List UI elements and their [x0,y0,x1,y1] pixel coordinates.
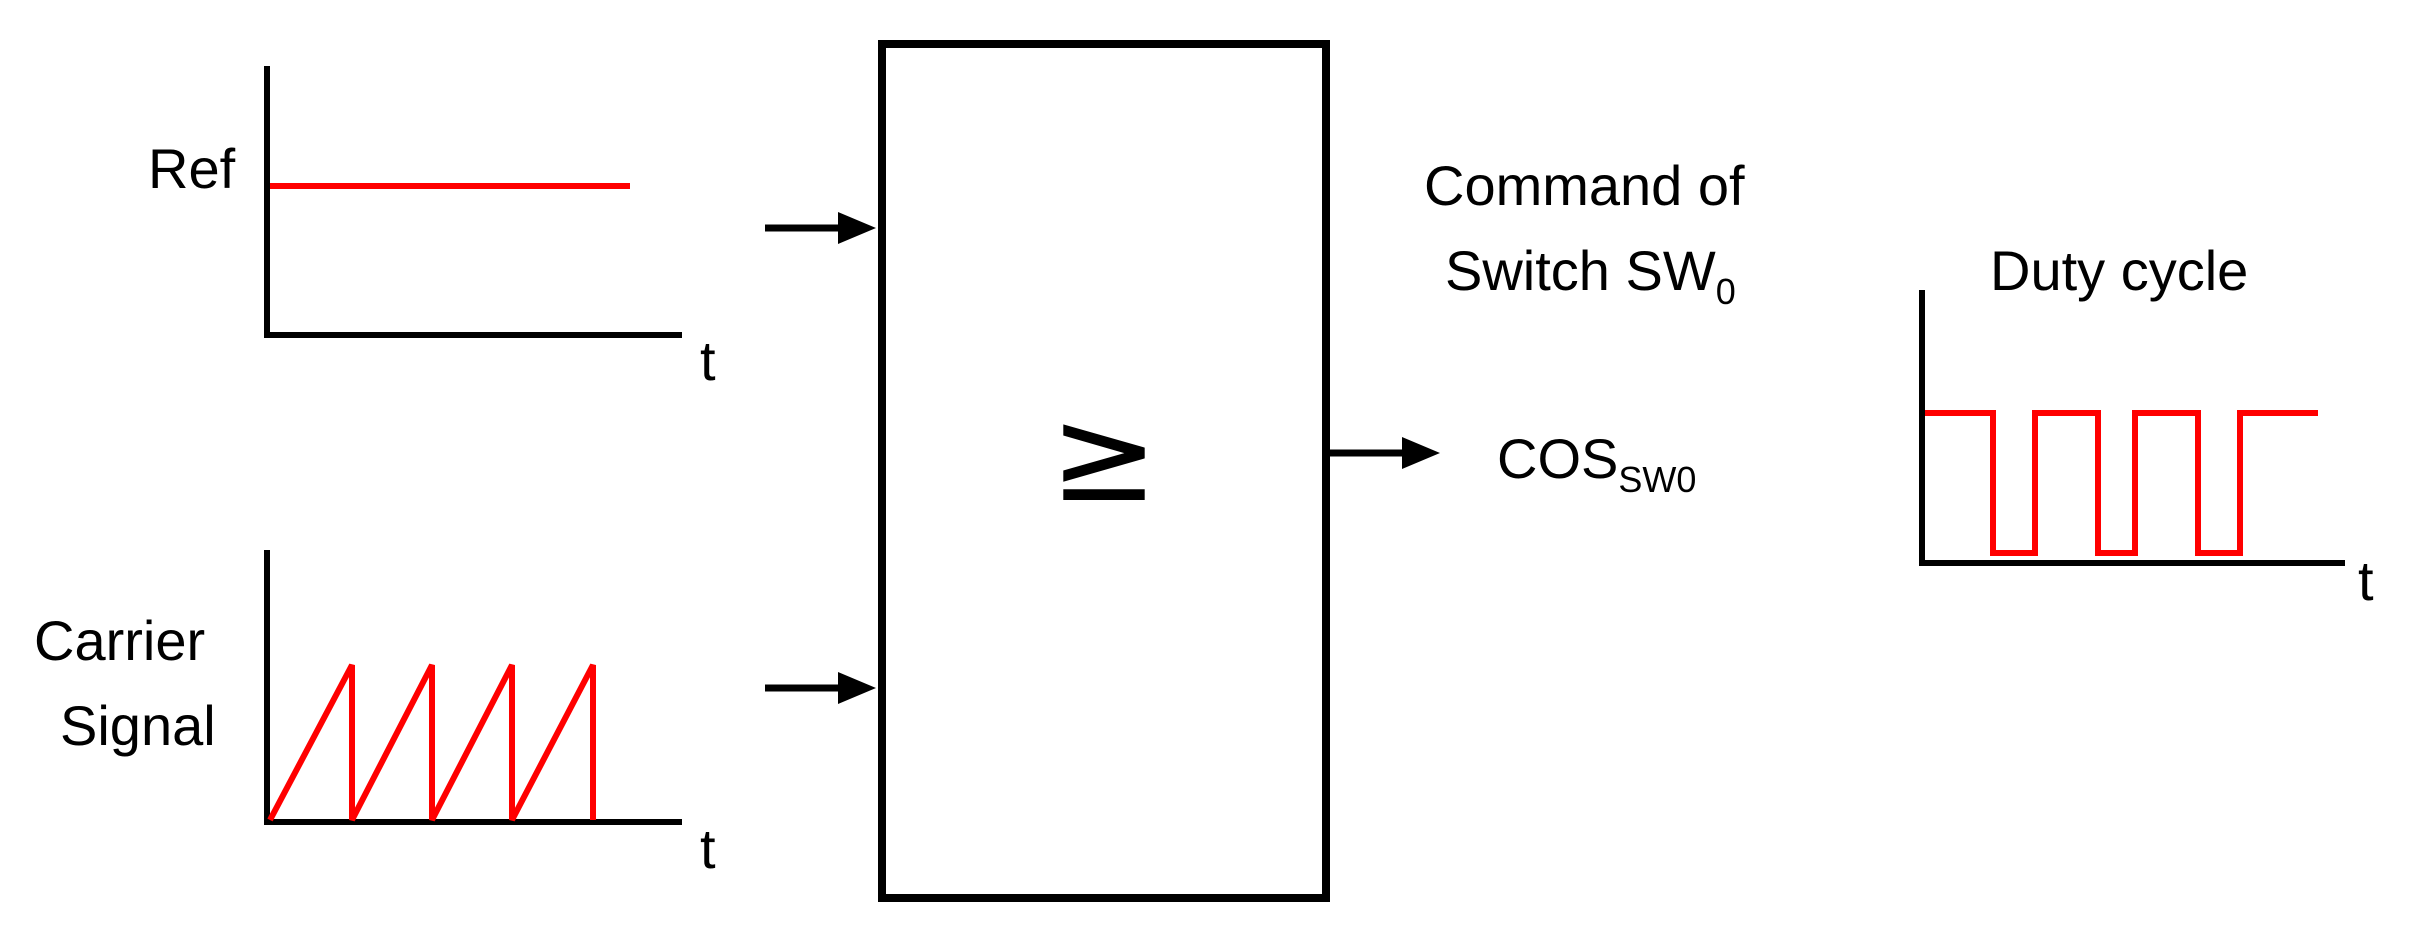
carrier-sawtooth [267,663,596,822]
cos-label-subscript: SW0 [1618,459,1696,500]
command-label-switch: Switch SW [1445,239,1716,302]
input-arrow-carrier [765,672,876,704]
ref-plot: Ref t [148,66,716,392]
carrier-plot: Carrier Signal t [34,550,716,880]
ref-label: Ref [148,137,236,200]
command-label-line2: Switch SW0 [1445,239,1736,312]
duty-cycle-plot: Duty cycle t [1919,239,2374,612]
output-arrow [1330,437,1440,469]
greater-equal-symbol: ≥ [1050,379,1159,531]
command-label-line1: Command of [1424,154,1745,217]
carrier-label-line1: Carrier [34,609,205,672]
duty-pwm-signal [1925,410,2318,556]
comparator-block: ≥ [878,40,1330,902]
ref-t-label: t [700,329,716,392]
cos-label: COSSW0 [1497,427,1696,500]
comparator-box [878,40,1330,902]
duty-cycle-title: Duty cycle [1990,239,2248,302]
duty-t-label: t [2358,549,2374,612]
carrier-label-line2: Signal [60,694,216,757]
command-label: Command of Switch SW0 [1424,154,1745,312]
command-label-subscript: 0 [1716,271,1736,312]
input-arrow-ref [765,212,876,244]
cos-label-text: COSSW0 [1497,427,1696,500]
carrier-t-label: t [700,817,716,880]
cos-label-main: COS [1497,427,1618,490]
